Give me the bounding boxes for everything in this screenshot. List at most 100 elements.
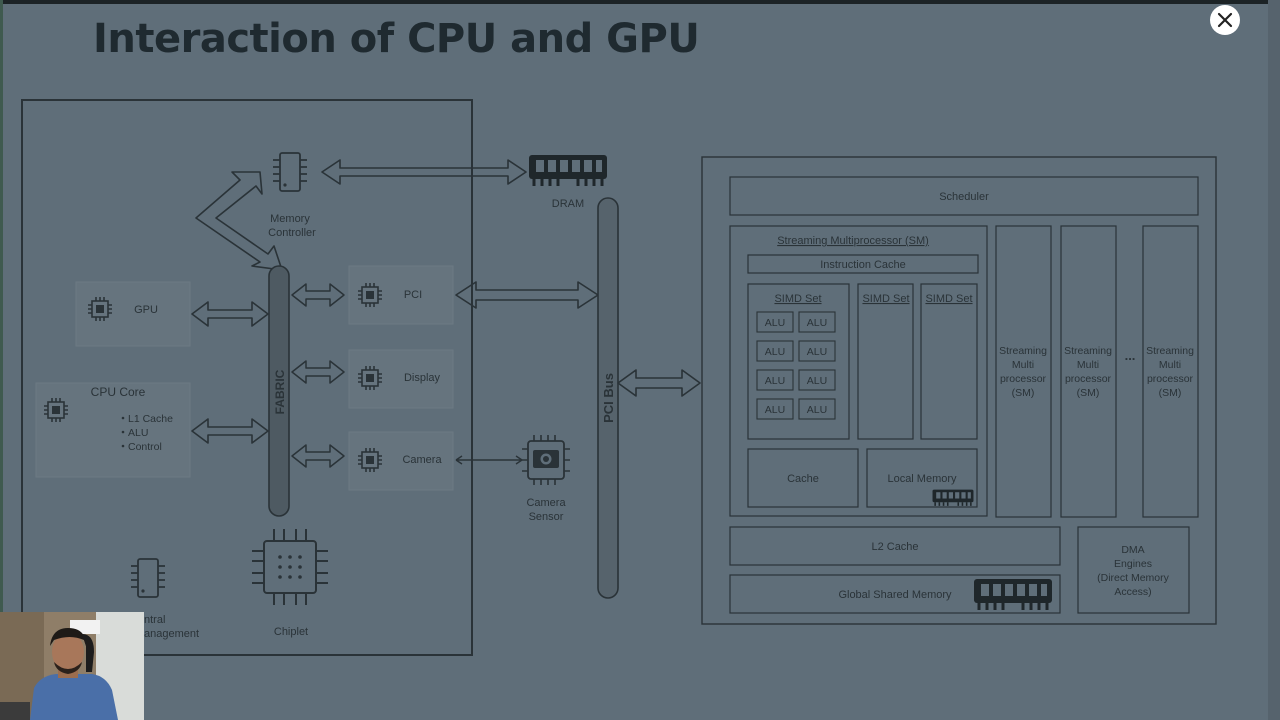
simd-set-label-1: SIMD Set xyxy=(774,293,821,305)
alu-label: ALU xyxy=(765,404,785,416)
alu-label: ALU xyxy=(807,404,827,416)
memory-controller-icon xyxy=(272,152,308,192)
chiplet-label: Chiplet xyxy=(274,626,308,638)
simd-set-box-3 xyxy=(920,283,978,440)
headset-icon xyxy=(82,634,94,672)
gpu-block xyxy=(75,281,191,347)
sm-column-1-line-1: Streaming xyxy=(999,345,1047,357)
sm-column-box-3 xyxy=(1142,225,1199,518)
alu-box xyxy=(756,398,794,420)
sm-column-box-2 xyxy=(1060,225,1117,518)
instruction-cache-box xyxy=(747,254,979,274)
sm-column-box-1 xyxy=(995,225,1052,518)
global-memory-ram-icon xyxy=(972,578,1054,612)
global-shared-memory-label: Global Shared Memory xyxy=(838,589,952,601)
cpu-core-item-alu: ALU xyxy=(128,427,148,439)
pci-label: PCI xyxy=(404,289,422,301)
camera-label: Camera xyxy=(402,454,442,466)
dma-line-2: Engines xyxy=(1114,558,1152,570)
scrollbar-track[interactable] xyxy=(1268,0,1280,720)
memory-controller-label-1: Memory xyxy=(270,213,310,225)
cpu-core-title: CPU Core xyxy=(91,385,146,399)
sm-column-1-line-4: (SM) xyxy=(1012,387,1035,399)
sm-column-1-line-2: Multi xyxy=(1012,359,1034,371)
alu-box xyxy=(798,369,836,391)
top-bar xyxy=(0,0,1280,4)
left-edge-strip xyxy=(0,0,3,720)
gpu-chip-icon xyxy=(87,296,113,322)
cpu-core-block xyxy=(35,382,191,478)
sm-column-2-line-3: processor xyxy=(1065,373,1112,385)
alu-label: ALU xyxy=(807,317,827,329)
central-management-label-2: anagement xyxy=(144,628,199,640)
camera-sensor-icon xyxy=(522,435,570,485)
sm-ellipsis: ... xyxy=(1125,348,1136,363)
close-icon xyxy=(1217,12,1233,28)
simd-set-label-2: SIMD Set xyxy=(862,293,909,305)
dma-line-3: (Direct Memory xyxy=(1097,572,1170,584)
soc-border xyxy=(21,99,473,656)
chiplet-icon xyxy=(252,529,328,605)
bus-gpu-arrow xyxy=(617,369,701,397)
cache-box xyxy=(747,448,859,508)
fabric-pci-arrow xyxy=(291,283,345,307)
camera-chip-icon xyxy=(357,447,383,473)
l2-cache-label: L2 Cache xyxy=(871,541,918,553)
camera-sensor-label-2: Sensor xyxy=(529,511,564,523)
cache-label: Cache xyxy=(787,473,819,485)
fabric-camera-arrow xyxy=(291,444,345,468)
sm-title: Streaming Multiprocessor (SM) xyxy=(777,235,929,247)
camera-sensor-link xyxy=(455,455,523,465)
global-shared-memory-box xyxy=(729,574,1061,614)
sm-column-2-line-4: (SM) xyxy=(1077,387,1100,399)
alu-box xyxy=(798,340,836,362)
dma-engines-box xyxy=(1077,526,1190,614)
simd-set-box-1 xyxy=(747,283,850,440)
memory-controller-label-2: Controller xyxy=(268,227,316,239)
dram-icon xyxy=(528,154,608,188)
alu-box xyxy=(798,398,836,420)
central-management-label-1: ntral xyxy=(144,614,165,626)
scheduler-box xyxy=(729,176,1199,216)
cpu-chip-icon xyxy=(43,397,69,423)
alu-box xyxy=(756,340,794,362)
fabric-label: FABRIC xyxy=(273,369,287,414)
sm-column-2-line-1: Streaming xyxy=(1064,345,1112,357)
dma-line-4: Access) xyxy=(1114,586,1151,598)
dram-label: DRAM xyxy=(552,198,584,210)
simd-set-label-3: SIMD Set xyxy=(925,293,972,305)
memory-fabric-arrow xyxy=(195,171,283,271)
pci-bus-label: PCI Bus xyxy=(601,373,616,423)
memory-dram-arrow xyxy=(321,159,527,185)
alu-label: ALU xyxy=(765,317,785,329)
camera-sensor-label-1: Camera xyxy=(526,497,566,509)
alu-box xyxy=(756,311,794,333)
alu-box xyxy=(798,311,836,333)
sm-column-3-line-2: Multi xyxy=(1159,359,1181,371)
local-memory-ram-icon xyxy=(932,489,974,507)
slide-title: Interaction of CPU and GPU xyxy=(93,16,700,62)
fabric-bus xyxy=(268,265,290,517)
sm-column-2-line-2: Multi xyxy=(1077,359,1099,371)
pci-chip-icon xyxy=(357,282,383,308)
cpu-core-item-l1: L1 Cache xyxy=(128,413,173,425)
dma-line-1: DMA xyxy=(1121,544,1144,556)
sm-column-3-line-4: (SM) xyxy=(1159,387,1182,399)
gpu-label: GPU xyxy=(134,304,158,316)
scheduler-label: Scheduler xyxy=(939,191,989,203)
alu-box xyxy=(756,369,794,391)
sm-column-3-line-1: Streaming xyxy=(1146,345,1194,357)
close-button[interactable] xyxy=(1210,5,1240,35)
sm-detail-box xyxy=(729,225,988,517)
alu-label: ALU xyxy=(807,375,827,387)
gpu-fabric-arrow xyxy=(191,301,269,327)
person-face xyxy=(52,632,84,672)
local-memory-label: Local Memory xyxy=(887,473,957,485)
pci-bus-arrow xyxy=(455,281,599,309)
cpu-fabric-arrow xyxy=(191,418,269,444)
alu-label: ALU xyxy=(807,346,827,358)
sm-column-3-line-3: processor xyxy=(1147,373,1194,385)
alu-label: ALU xyxy=(765,375,785,387)
webcam-overlay xyxy=(0,612,144,720)
